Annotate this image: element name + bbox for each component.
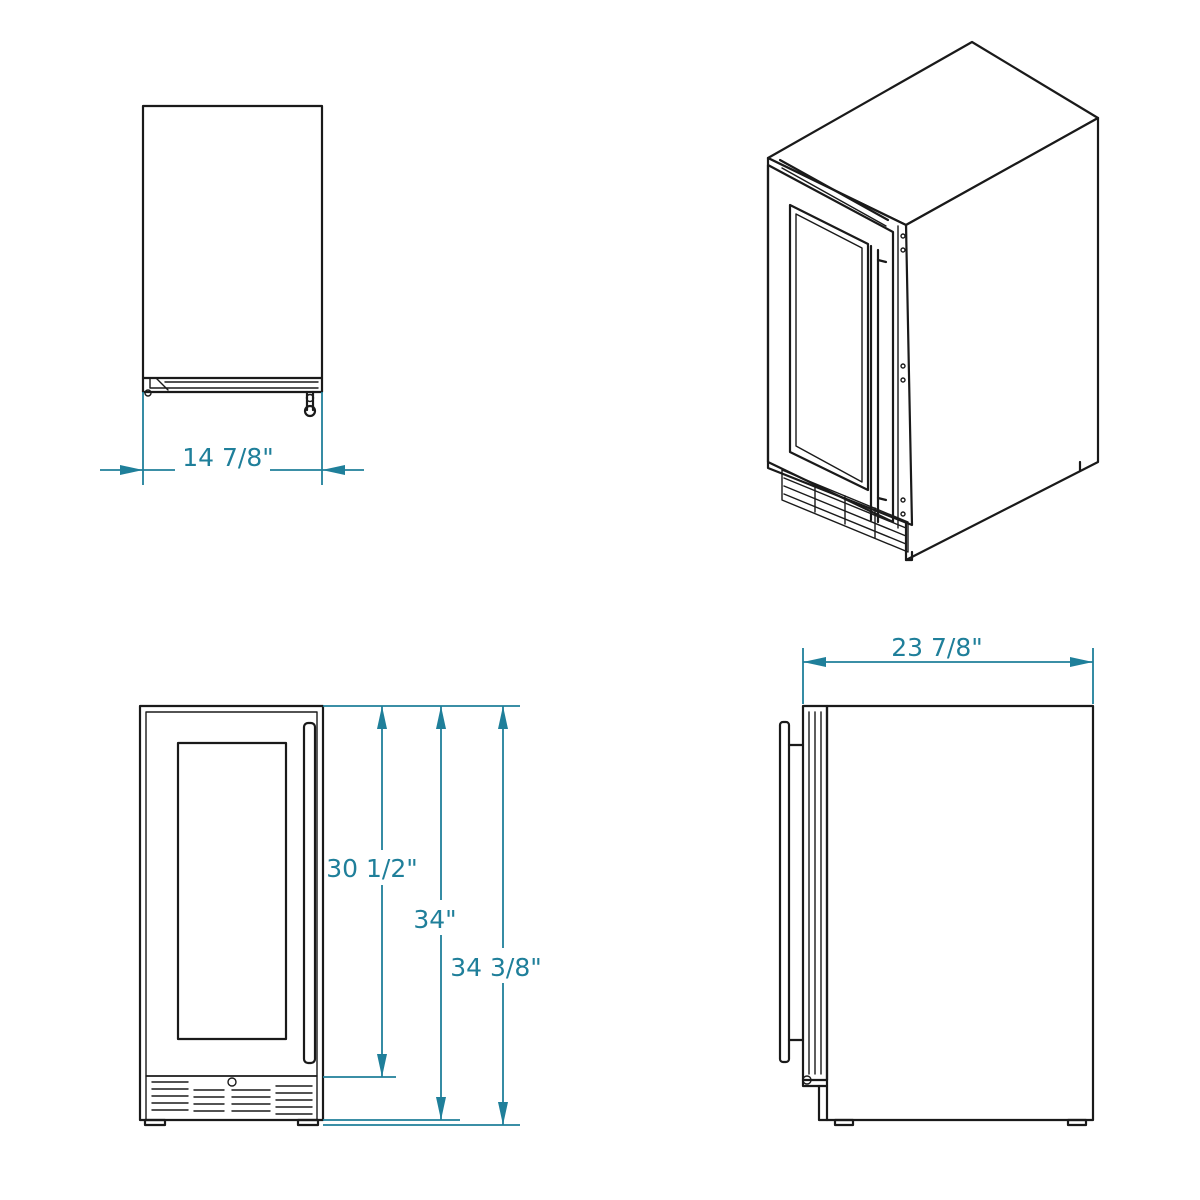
front-view [138,704,325,1127]
top-view [141,104,324,418]
side-view [778,704,1095,1127]
width-dimension: 14 7/8" [100,392,364,485]
height-min-label: 34" [413,905,456,934]
height-door-label: 30 1/2" [326,854,418,883]
isometric-view [766,40,1100,562]
width-label: 14 7/8" [182,443,274,472]
height-dimensions: 30 1/2" 34" 34 3/8" [323,705,542,1126]
depth-label: 23 7/8" [891,633,983,662]
height-max-label: 34 3/8" [450,953,542,982]
depth-dimension: 23 7/8" [802,633,1094,704]
front-grille [151,1077,313,1115]
